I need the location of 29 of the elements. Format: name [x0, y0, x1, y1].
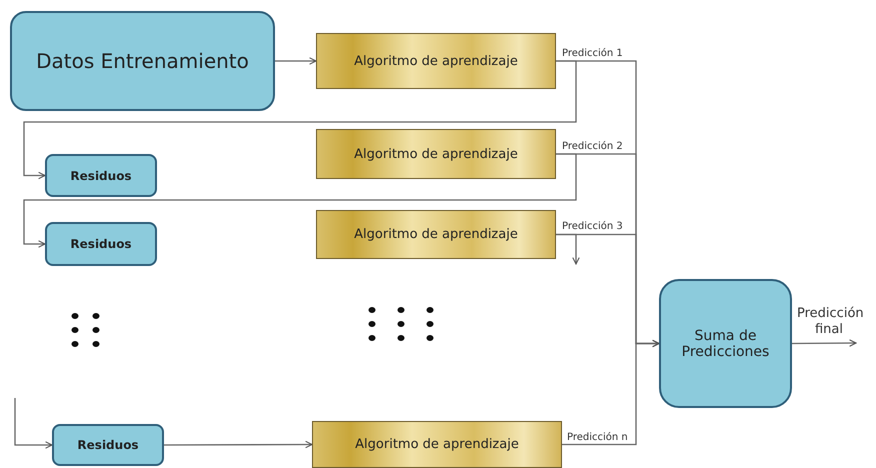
process-box: [45, 154, 157, 197]
node-label: Datos Entrenamiento: [35, 49, 250, 73]
process-box: [52, 424, 164, 466]
algorithm-box: [316, 210, 556, 259]
connector-arrow: [562, 340, 660, 446]
node-label: Residuos: [76, 438, 140, 452]
connector-arrow: [164, 440, 313, 448]
algorithm-box: [316, 129, 556, 179]
node-label: Algoritmo de aprendizaje: [353, 227, 519, 242]
connector-arrow: [14, 398, 53, 449]
node-label: Algoritmo de aprendizaje: [354, 437, 520, 452]
node-label: Suma de Predicciones: [680, 328, 770, 360]
edge-label: Predicción 2: [561, 141, 624, 152]
process-box: [659, 279, 792, 408]
algorithm-box: [312, 421, 562, 468]
connector-arrow: [23, 153, 577, 248]
connector-arrow: [275, 57, 317, 65]
process-box: [10, 11, 275, 111]
node-label: Residuos: [69, 168, 133, 182]
edge-label: Predicción n: [566, 432, 629, 443]
algorithm-box: [316, 33, 556, 89]
edge-label: Predicción 1: [561, 48, 624, 59]
process-box: [45, 222, 157, 266]
connector-arrow: [792, 339, 857, 347]
node-label: Algoritmo de aprendizaje: [353, 54, 519, 68]
node-label: Algoritmo de aprendizaje: [353, 146, 519, 162]
connector-arrow: [23, 60, 577, 180]
node-label: Residuos: [69, 237, 133, 251]
edge-label: Predicción 3: [561, 221, 624, 232]
